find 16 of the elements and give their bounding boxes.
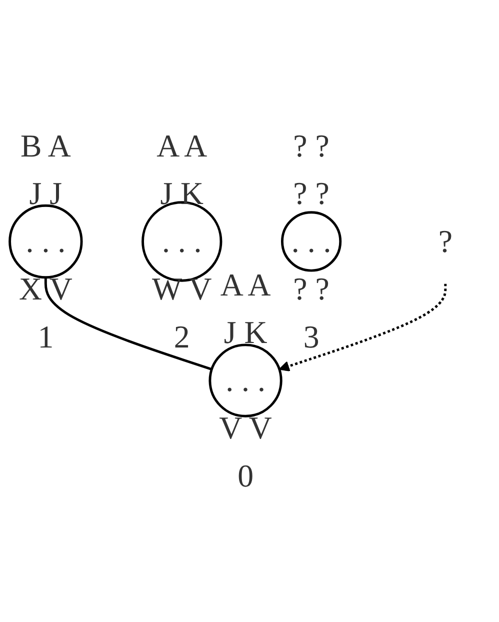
node-label: 3	[303, 319, 320, 355]
node-label: 0	[238, 458, 254, 494]
arrow	[278, 284, 447, 372]
connector	[44, 277, 212, 370]
node-label: 2	[174, 319, 190, 355]
node-label: ? ?	[293, 128, 330, 164]
node-text: ?	[438, 224, 452, 260]
node-label: A A	[220, 267, 271, 303]
node-circle: . . .	[280, 211, 342, 272]
node-label: ? ?	[293, 271, 330, 307]
node-circle: . . .	[208, 344, 282, 418]
node-circle: . . .	[8, 204, 83, 279]
node-label: A A	[156, 128, 208, 164]
node-label: ? ?	[293, 176, 330, 212]
node-label: B A	[20, 128, 71, 164]
node-label: 1	[38, 319, 54, 355]
